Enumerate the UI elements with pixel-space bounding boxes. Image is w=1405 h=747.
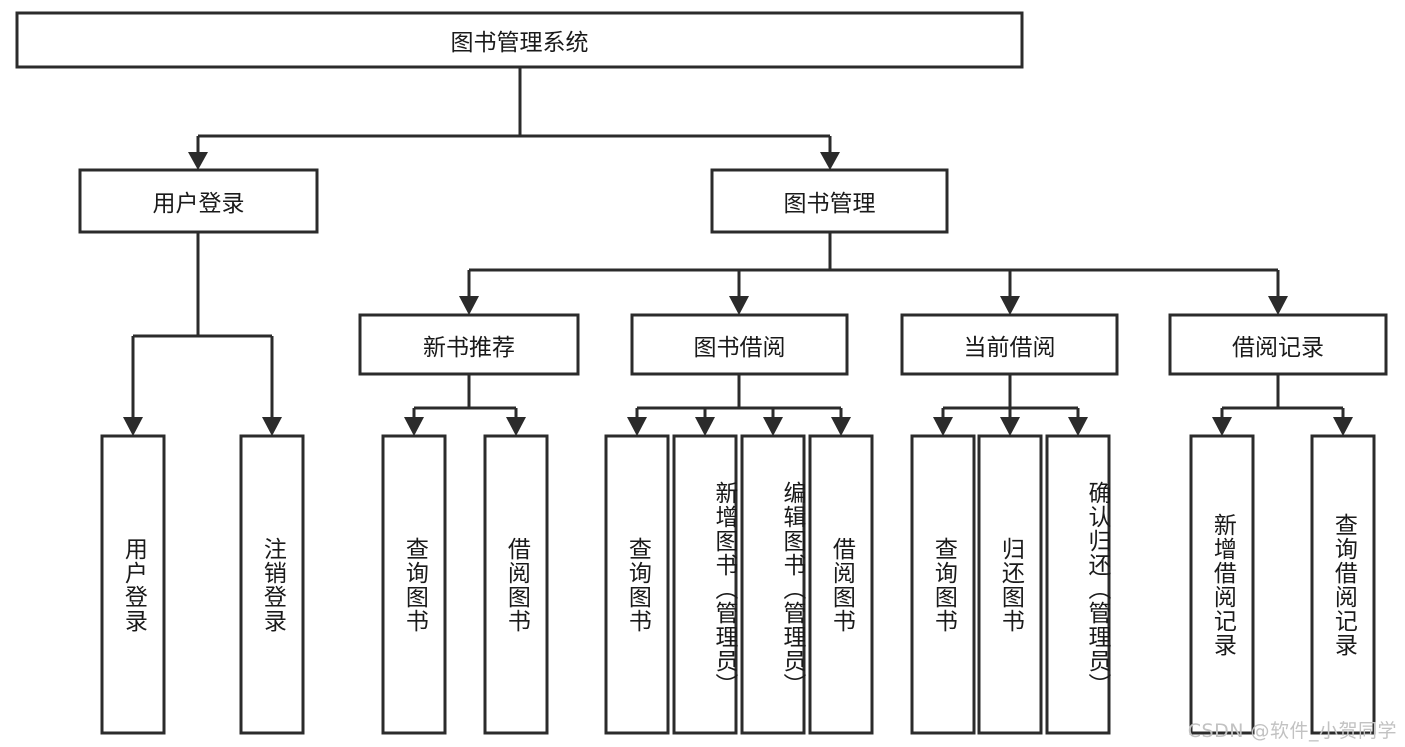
node-leaf-new-book-0[interactable]: [381, 434, 447, 735]
arrow-head-new-book-leaf-1: [404, 417, 424, 436]
node-leaf-user-login-1[interactable]: [239, 434, 305, 735]
connector-group-root-to-level2: [188, 67, 840, 170]
arrow-head-book-borrow-leaf-2: [695, 417, 715, 436]
node-leaf-current-borrow-0[interactable]: [910, 434, 976, 735]
arrow-head-book-borrow: [729, 296, 749, 315]
arrow-head-book-manage: [820, 152, 840, 170]
arrow-head-user-login-leaf-2: [262, 417, 282, 436]
connector-group-book-borrow-to-leaves: [627, 374, 851, 436]
arrow-head-current-borrow-leaf-2: [1000, 417, 1020, 436]
node-book-borrow[interactable]: [630, 313, 849, 376]
connector-group-current-borrow-to-leaves: [933, 374, 1088, 436]
connector-group-new-book-to-leaves: [404, 374, 526, 436]
node-leaf-new-book-1[interactable]: [483, 434, 549, 735]
node-current-borrow[interactable]: [900, 313, 1119, 376]
node-user-login[interactable]: [78, 168, 319, 234]
node-leaf-book-borrow-3[interactable]: [808, 434, 874, 735]
connector-group-borrow-record-to-leaves: [1212, 374, 1353, 436]
node-borrow-record[interactable]: [1168, 313, 1388, 376]
node-leaf-current-borrow-1[interactable]: [977, 434, 1043, 735]
node-leaf-borrow-record-1[interactable]: [1310, 434, 1376, 735]
arrow-head-user-login: [188, 152, 208, 170]
node-leaf-user-login-0[interactable]: [100, 434, 166, 735]
arrow-head-borrow-record-leaf-1: [1212, 417, 1232, 436]
arrow-head-new-book-leaf-2: [506, 417, 526, 436]
node-new-book-recommend[interactable]: [358, 313, 580, 376]
arrow-head-book-borrow-leaf-4: [831, 417, 851, 436]
arrow-head-borrow-record: [1268, 296, 1288, 315]
node-leaf-book-borrow-2[interactable]: [740, 434, 806, 735]
connector-group-book-manage-to-level3: [459, 232, 1288, 315]
arrow-head-current-borrow-leaf-3: [1068, 417, 1088, 436]
arrow-head-user-login-leaf-1: [123, 417, 143, 436]
node-leaf-book-borrow-0[interactable]: [604, 434, 670, 735]
node-book-manage[interactable]: [710, 168, 949, 234]
node-leaf-borrow-record-0[interactable]: [1189, 434, 1255, 735]
node-root-system[interactable]: [15, 11, 1024, 69]
arrow-head-current-borrow-leaf-1: [933, 417, 953, 436]
arrow-head-new-book: [459, 296, 479, 315]
arrow-head-book-borrow-leaf-3: [763, 417, 783, 436]
node-leaf-current-borrow-2[interactable]: [1045, 434, 1111, 735]
arrow-head-borrow-record-leaf-2: [1333, 417, 1353, 436]
arrow-head-book-borrow-leaf-1: [627, 417, 647, 436]
connector-group-user-login-to-leaves: [123, 232, 282, 436]
node-leaf-book-borrow-1[interactable]: [672, 434, 738, 735]
arrow-head-current-borrow: [1000, 296, 1020, 315]
